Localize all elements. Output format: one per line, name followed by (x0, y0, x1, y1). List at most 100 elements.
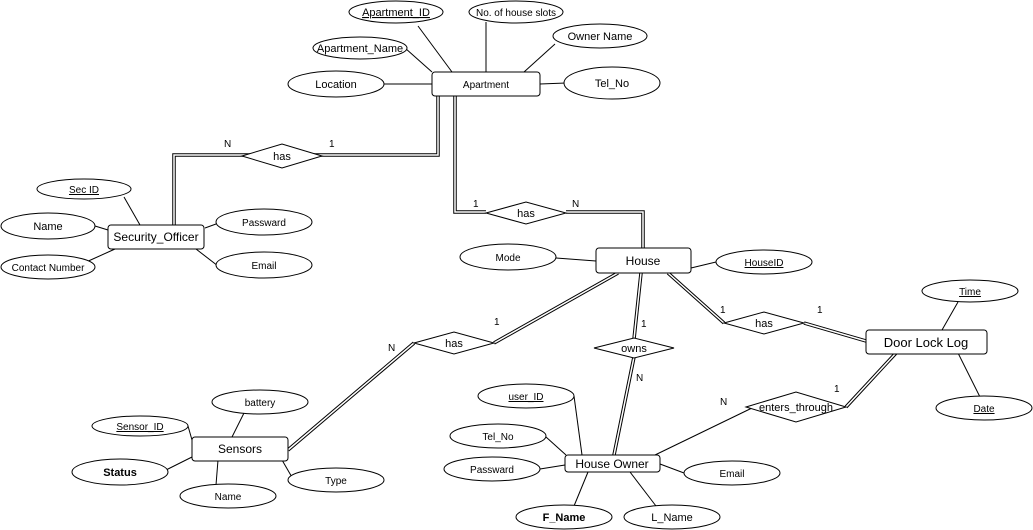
attribute-label: Date (973, 404, 995, 415)
line-sensor-name (215, 459, 219, 486)
cardinality-enters-n: N (720, 397, 727, 408)
entity-sensors[interactable]: Sensors (191, 436, 289, 462)
double-apt-has-house (453, 96, 486, 214)
cardinality-apt-house-1: 1 (473, 199, 479, 210)
attribute-label: Tel_No (482, 432, 514, 443)
double-owns-owner (612, 356, 636, 456)
attribute-mode[interactable]: Mode (459, 243, 557, 271)
attribute-user-id[interactable]: user_ID (477, 383, 575, 409)
attribute-sensor-type[interactable]: Type (287, 467, 385, 493)
entity-apartment[interactable]: Apartment (431, 71, 541, 97)
line-owner-password (539, 464, 566, 470)
entity-door-lock-log[interactable]: Door Lock Log (865, 329, 988, 355)
attribute-apartment-id[interactable]: Apartment_ID (348, 0, 444, 24)
connectors (83, 22, 981, 507)
cardinality-apt-sec-n: N (224, 139, 231, 150)
attribute-sec-password[interactable]: Passward (215, 208, 313, 236)
double-house-has-log (666, 271, 726, 325)
relationship-owns[interactable]: owns (593, 337, 675, 359)
line-apartment-name (404, 47, 433, 73)
line-house-id (690, 261, 717, 269)
attribute-f-name[interactable]: F_Name (515, 504, 613, 530)
attribute-owner-email[interactable]: Email (683, 460, 781, 486)
attribute-status[interactable]: Status (71, 458, 169, 486)
line-mode (555, 257, 597, 262)
line-status (165, 456, 193, 471)
attribute-label: Type (325, 476, 347, 487)
line-sec-password (204, 223, 217, 229)
attribute-label: Email (251, 261, 276, 272)
line-sec-name (94, 225, 109, 231)
attribute-label: Contact Number (12, 263, 85, 274)
attribute-label: HouseID (745, 258, 784, 269)
attribute-sensor-id[interactable]: Sensor_ID (91, 415, 189, 437)
attribute-label: Passward (470, 465, 514, 476)
attribute-sec-id[interactable]: Sec ID (36, 178, 132, 200)
cardinality-house-log-1b: 1 (817, 305, 823, 316)
attribute-owner-name[interactable]: Owner Name (552, 23, 648, 49)
attribute-sec-email[interactable]: Email (215, 251, 313, 279)
attribute-label: Apartment_ID (362, 7, 430, 19)
line-owner-enters (654, 407, 753, 456)
attribute-sec-name[interactable]: Name (0, 212, 96, 240)
attribute-label: Owner Name (568, 31, 633, 43)
attribute-label: Apartment_Name (317, 43, 403, 55)
cardinality-apt-sec-1: 1 (329, 139, 335, 150)
attribute-label: Location (315, 79, 357, 91)
line-date (957, 352, 981, 398)
relationship-apt-has-house[interactable]: has (484, 201, 568, 225)
relationship-label: owns (621, 343, 647, 355)
attribute-time[interactable]: Time (921, 279, 1019, 303)
attribute-label: Passward (242, 218, 286, 229)
double-has-house (566, 210, 645, 248)
attribute-sensor-name[interactable]: Name (179, 483, 277, 509)
attribute-label: Time (959, 287, 981, 298)
entity-house-owner[interactable]: House Owner (564, 454, 661, 473)
attribute-location[interactable]: Location (287, 70, 385, 98)
attribute-label: Email (719, 469, 744, 480)
cardinality-sensor-1: 1 (494, 317, 500, 328)
attribute-house-id[interactable]: HouseID (715, 249, 813, 275)
attribute-apartment-name[interactable]: Apartment_Name (312, 36, 408, 60)
attribute-owner-tel-no[interactable]: Tel_No (449, 423, 547, 449)
double-enters-log (844, 351, 898, 409)
cardinality-sensor-n: N (388, 343, 395, 354)
line-f-name (573, 471, 589, 507)
relationship-enters-through[interactable]: enters_through (744, 391, 848, 423)
attribute-label: L_Name (651, 512, 693, 524)
relationship-house-has-log[interactable]: has (722, 311, 806, 335)
attribute-label: F_Name (543, 512, 586, 524)
cardinality-owns-n: N (636, 373, 643, 384)
attribute-date[interactable]: Date (935, 395, 1033, 421)
attribute-apt-tel-no[interactable]: Tel_No (563, 66, 661, 100)
line-apartment-id (417, 25, 453, 73)
line-owner-name (523, 43, 556, 73)
entity-label: Door Lock Log (884, 335, 969, 350)
entity-security-officer[interactable]: Security_Officer (107, 224, 205, 250)
attribute-house-slots[interactable]: No. of house slots (468, 0, 564, 24)
attribute-label: Name (33, 221, 62, 233)
attribute-contact-number[interactable]: Contact Number (0, 254, 96, 280)
line-sec-email (195, 248, 219, 267)
entity-label: Apartment (463, 80, 509, 91)
attribute-label: Tel_No (595, 78, 629, 90)
line-battery (231, 412, 245, 438)
attribute-label: user_ID (508, 392, 543, 403)
line-sec-id (123, 196, 141, 226)
relationship-label: has (755, 318, 773, 330)
attribute-l-name[interactable]: L_Name (623, 504, 721, 530)
line-l-name (629, 471, 657, 507)
line-user-id (573, 395, 583, 456)
entity-label: House Owner (575, 457, 648, 471)
line-sensor-id (187, 425, 193, 441)
attribute-battery[interactable]: battery (211, 389, 309, 415)
entity-house[interactable]: House (595, 247, 692, 274)
cardinality-apt-house-n: N (572, 199, 579, 210)
line-owner-tel (545, 436, 567, 456)
relationship-apt-has-sec[interactable]: has (240, 143, 324, 169)
cardinalities: N 1 1 N 1 1 N 1 1 N N 1 (224, 139, 840, 408)
attribute-label: Status (103, 467, 137, 479)
attribute-owner-password[interactable]: Passward (443, 456, 541, 482)
relationship-house-has-sensor[interactable]: has (412, 331, 496, 355)
